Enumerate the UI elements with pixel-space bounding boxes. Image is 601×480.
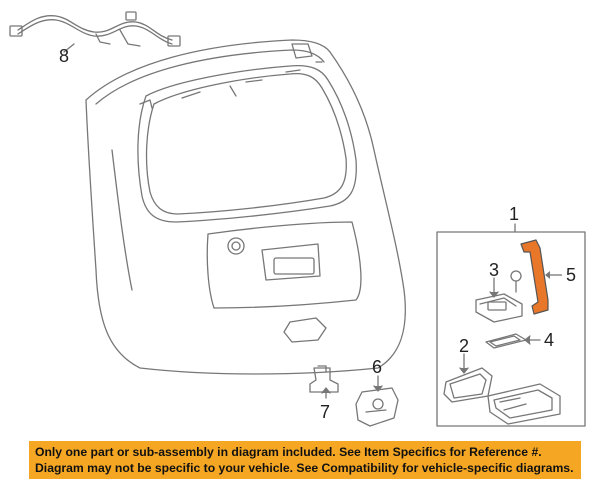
part-3-lamp bbox=[475, 293, 523, 323]
screw bbox=[510, 270, 522, 293]
part-6-latch bbox=[355, 387, 399, 427]
part-7-bracket bbox=[309, 365, 339, 393]
arrow-7 bbox=[321, 387, 331, 394]
arrow-6 bbox=[373, 385, 383, 392]
callout-7: 7 bbox=[320, 402, 330, 422]
callout-3: 3 bbox=[489, 260, 499, 280]
wiring-harness bbox=[9, 11, 181, 47]
disclaimer-banner: Only one part or sub-assembly in diagram… bbox=[29, 441, 581, 479]
arrow-3 bbox=[489, 291, 499, 298]
part-4-lens bbox=[485, 333, 527, 349]
parts-diagram: 8 1 3 5 4 2 6 7 bbox=[9, 11, 586, 427]
liftgate-panel bbox=[85, 39, 406, 375]
callout-2: 2 bbox=[459, 336, 469, 356]
leader-8 bbox=[63, 43, 75, 53]
arrow-4 bbox=[524, 335, 531, 345]
disclaimer-line-2: Diagram may not be specific to your vehi… bbox=[35, 461, 574, 475]
disclaimer-line-1: Only one part or sub-assembly in diagram… bbox=[35, 445, 542, 459]
callout-5: 5 bbox=[566, 265, 576, 285]
light-assembly bbox=[487, 383, 561, 425]
callout-4: 4 bbox=[544, 330, 554, 350]
part-5-highlighted bbox=[520, 239, 549, 315]
arrow-5 bbox=[545, 271, 550, 279]
arrow-2 bbox=[459, 367, 469, 374]
part-2-bezel bbox=[443, 367, 493, 403]
callout-8: 8 bbox=[59, 46, 69, 66]
assembly-box bbox=[436, 231, 586, 427]
callout-1: 1 bbox=[509, 204, 519, 224]
callout-6: 6 bbox=[372, 357, 382, 377]
